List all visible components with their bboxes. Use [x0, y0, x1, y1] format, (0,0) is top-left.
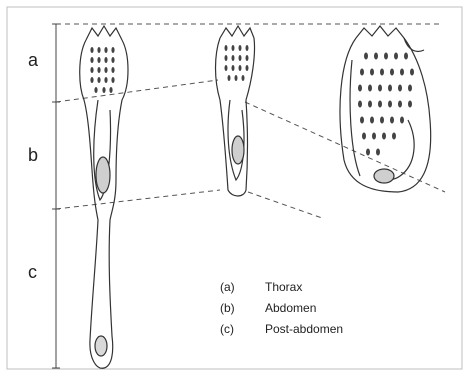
region-label-a: a [28, 50, 38, 71]
legend-key: (a) [220, 277, 265, 298]
legend-key: (c) [220, 319, 265, 340]
zooid-middle [216, 26, 255, 196]
legend-row-post-abdomen: (c) Post-abdomen [220, 319, 343, 340]
legend-row-thorax: (a) Thorax [220, 277, 343, 298]
zooid-full [80, 26, 128, 368]
boundary-line-ab-right [245, 102, 445, 192]
region-bracket [52, 24, 60, 368]
legend: (a) Thorax (b) Abdomen (c) Post-abdomen [220, 277, 343, 340]
boundary-line-bc-right [248, 192, 322, 218]
zooid-enlarged [340, 26, 431, 192]
region-label-c: c [28, 262, 37, 283]
region-label-b: b [28, 145, 38, 166]
boundary-line-bc-left [56, 190, 220, 209]
legend-label: Post-abdomen [265, 319, 343, 340]
legend-row-abdomen: (b) Abdomen [220, 298, 343, 319]
legend-label: Abdomen [265, 298, 316, 319]
legend-label: Thorax [265, 277, 302, 298]
legend-key: (b) [220, 298, 265, 319]
